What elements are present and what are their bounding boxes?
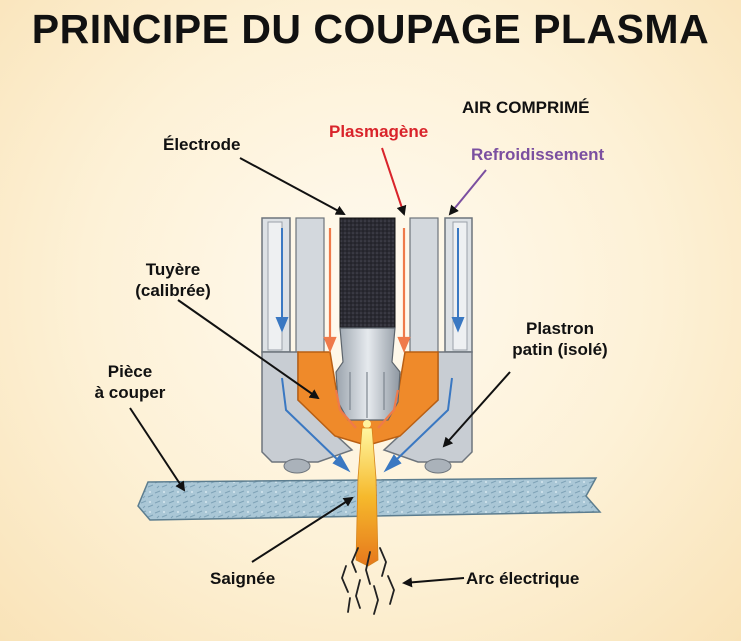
leader-piece xyxy=(129,407,186,492)
leader-saignee xyxy=(251,496,354,563)
label-tuyere: Tuyère (calibrée) xyxy=(123,259,223,301)
label-piece: Pièce à couper xyxy=(80,361,180,403)
leader-electrode xyxy=(239,157,346,215)
label-piece-line1: Pièce xyxy=(107,362,153,381)
diagram-title: PRINCIPE DU COUPAGE PLASMA xyxy=(31,6,710,52)
leader-arrows xyxy=(129,147,511,588)
label-plastron: Plastron patin (isolé) xyxy=(495,318,625,360)
label-plastron-line2: patin (isolé) xyxy=(512,340,608,359)
plasma-flow-arrows xyxy=(323,228,411,429)
cooling-flow-arrows xyxy=(275,228,465,473)
label-tuyere-line1: Tuyère xyxy=(145,260,201,279)
leader-plastron xyxy=(442,371,511,448)
leader-arc xyxy=(402,577,465,588)
leader-tuyere xyxy=(177,299,320,400)
label-plastron-line1: Plastron xyxy=(525,319,595,338)
label-plasmagene: Plasmagène xyxy=(329,122,429,141)
label-air-comprime: AIR COMPRIMÉ xyxy=(462,98,590,117)
leader-refroidissement xyxy=(448,169,487,216)
label-electrode: Électrode xyxy=(163,135,241,154)
label-saignee: Saignée xyxy=(210,569,276,588)
label-piece-line2: à couper xyxy=(94,383,166,402)
label-tuyere-line2: (calibrée) xyxy=(135,281,211,300)
plasma-jet xyxy=(355,427,379,567)
leader-plasmagene xyxy=(381,147,407,216)
electrode xyxy=(335,217,401,428)
electric-arc xyxy=(341,547,395,615)
label-refroidissement: Refroidissement xyxy=(471,145,605,164)
label-arc-electrique: Arc électrique xyxy=(466,569,580,588)
